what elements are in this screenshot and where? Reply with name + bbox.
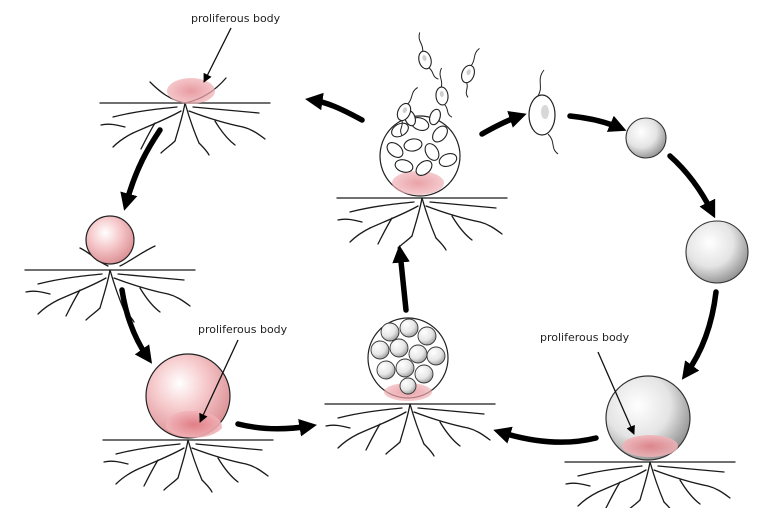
arrow-bottomcenter-to-center: [400, 252, 406, 310]
stage-left-middle: [25, 216, 195, 322]
arrow-bottomright-to-bottomcenter: [500, 432, 596, 442]
stage-center-top: [337, 108, 507, 250]
young-sporangium: [86, 216, 134, 264]
arrow-bottomleft-to-bottomcenter: [238, 424, 310, 429]
rhizoid-roots: [25, 270, 195, 322]
arrow-zoospore-to-cyst: [570, 116, 620, 128]
encysting-zoospore: [529, 70, 558, 154]
rhizoid-roots: [103, 440, 273, 492]
rhizoid-roots: [100, 103, 270, 155]
arrow-cyst-to-large: [670, 156, 712, 212]
arrow-topleft-to-left: [126, 130, 160, 204]
rhizoid-roots: [565, 462, 735, 508]
pointer-arrow: [204, 28, 231, 82]
arrow-left-to-bottomleft: [122, 290, 148, 358]
rhizoid-roots: [325, 404, 495, 456]
stage-bottom-center: [325, 318, 495, 456]
arrow-large-to-bottomright: [686, 292, 716, 374]
proliferous-body: [622, 435, 678, 457]
arrow-center-to-zoospore: [482, 116, 520, 134]
cyst-small: [626, 118, 666, 158]
proliferous-body: [167, 78, 215, 104]
label-proliferous-body-right: proliferous body: [540, 331, 630, 344]
stage-bottom-right: proliferous body: [540, 331, 735, 508]
arrow-center-to-topleft: [312, 100, 362, 120]
rhizoid-roots: [337, 198, 507, 250]
label-proliferous-body-left: proliferous body: [198, 323, 288, 336]
label-proliferous-body-top: proliferous body: [191, 12, 281, 25]
stage-bottom-left: proliferous body: [103, 323, 288, 492]
cyst-large: [686, 221, 748, 283]
stage-top-left: proliferous body: [100, 12, 281, 155]
